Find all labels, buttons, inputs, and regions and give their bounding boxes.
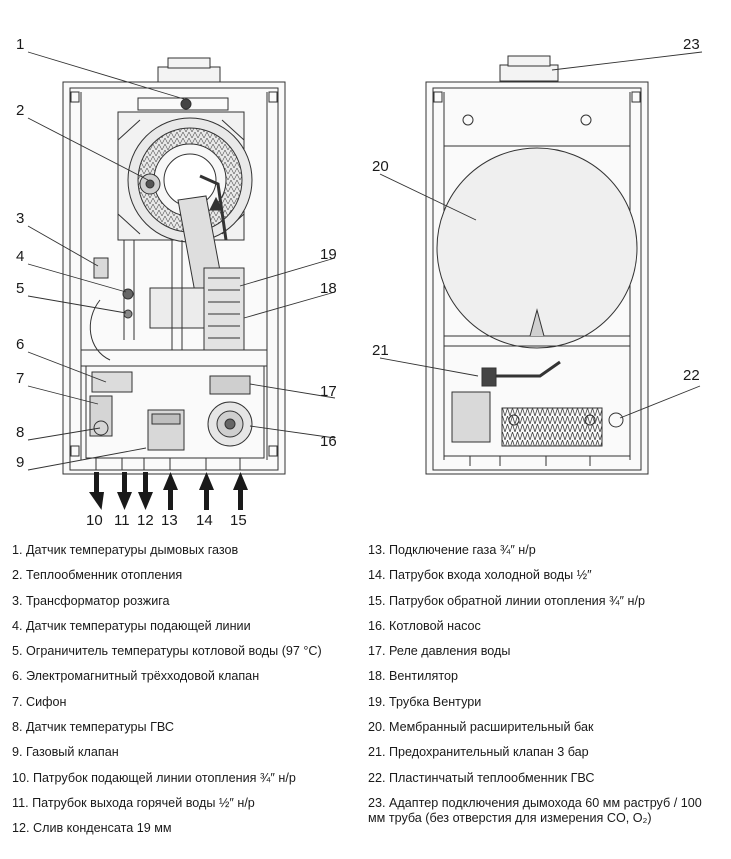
legend-item-18: 18. Вентилятор — [368, 669, 458, 684]
arrow-up-15 — [233, 472, 248, 510]
callout-13: 13 — [161, 512, 178, 529]
legend-item-4: 4. Датчик температуры подающей линии — [12, 618, 251, 633]
callout-8: 8 — [16, 424, 24, 441]
legend-item-11: 11. Патрубок выхода горячей воды ½″ н/р — [12, 795, 255, 810]
callout-18: 18 — [320, 280, 337, 297]
legend-column-right: 13. Подключение газа ¾″ н/р 14. Патрубок… — [368, 543, 718, 830]
legend-item-15: 15. Патрубок обратной линии отопления ¾″… — [368, 593, 645, 608]
legend-column-left: 1. Датчик температуры дымовых газов 2. Т… — [12, 543, 357, 847]
callout-9: 9 — [16, 454, 24, 471]
boiler-diagram: 1 2 3 4 5 6 7 8 9 10 11 12 13 14 15 16 1… — [16, 36, 703, 529]
callout-4: 4 — [16, 248, 24, 265]
legend-item-3: 3. Трансформатор розжига — [12, 593, 170, 608]
legend-item-13: 13. Подключение газа ¾″ н/р — [368, 543, 536, 557]
callout-23: 23 — [683, 36, 700, 53]
legend-item-2: 2. Теплообменник отопления — [12, 568, 183, 583]
callout-22: 22 — [683, 367, 700, 384]
legend-item-20: 20. Мембранный расширительный бак — [368, 720, 594, 735]
callout-10: 10 — [86, 512, 103, 529]
legend-item-21: 21. Предохранительный клапан 3 бар — [368, 745, 589, 760]
legend-item-1: 1. Датчик температуры дымовых газов — [12, 543, 239, 557]
callout-12: 12 — [137, 512, 154, 529]
legend-item-12: 12. Слив конденсата 19 мм — [12, 821, 172, 836]
legend-item-17: 17. Реле давления воды — [368, 644, 511, 659]
front-view — [62, 57, 286, 475]
rear-view — [425, 55, 649, 475]
parts-legend: 1. Датчик температуры дымовых газов 2. Т… — [12, 543, 724, 848]
legend-item-6: 6. Электромагнитный трёхходовой клапан — [12, 669, 260, 684]
callout-14: 14 — [196, 512, 213, 529]
legend-item-14: 14. Патрубок входа холодной воды ½″ — [368, 568, 592, 583]
arrow-down-12 — [138, 472, 153, 510]
leader-lines — [27, 51, 703, 471]
connection-arrows — [89, 472, 248, 510]
callout-5: 5 — [16, 280, 24, 297]
legend-item-19: 19. Трубка Вентури — [368, 694, 482, 709]
legend-item-23: 23. Адаптер подключения дымохода 60 мм р… — [368, 795, 702, 825]
arrow-down-11 — [117, 472, 132, 510]
callout-11: 11 — [114, 512, 130, 529]
legend-item-8: 8. Датчик температуры ГВС — [12, 720, 174, 735]
callout-7: 7 — [16, 370, 24, 387]
callout-19: 19 — [320, 246, 337, 263]
callout-16: 16 — [320, 433, 337, 450]
arrow-down-10 — [89, 472, 104, 510]
legend-item-22: 22. Пластинчатый теплообменник ГВС — [368, 770, 595, 785]
callout-20: 20 — [372, 158, 389, 175]
callout-17: 17 — [320, 383, 337, 400]
legend-item-7: 7. Сифон — [12, 694, 67, 709]
callout-3: 3 — [16, 210, 24, 227]
arrow-up-14 — [199, 472, 214, 510]
callout-1: 1 — [16, 36, 24, 53]
legend-item-16: 16. Котловой насос — [368, 618, 481, 633]
legend-item-9: 9. Газовый клапан — [12, 745, 119, 760]
callout-2: 2 — [16, 102, 24, 119]
legend-item-5: 5. Ограничитель температуры котловой вод… — [12, 644, 322, 659]
callouts: 1 2 3 4 5 6 7 8 9 10 11 12 13 14 15 16 1… — [16, 36, 700, 529]
callout-15: 15 — [230, 512, 247, 529]
arrow-up-13 — [163, 472, 178, 510]
legend-item-10: 10. Патрубок подающей линии отопления ¾″… — [12, 770, 296, 785]
callout-21: 21 — [372, 342, 389, 359]
callout-6: 6 — [16, 336, 24, 353]
